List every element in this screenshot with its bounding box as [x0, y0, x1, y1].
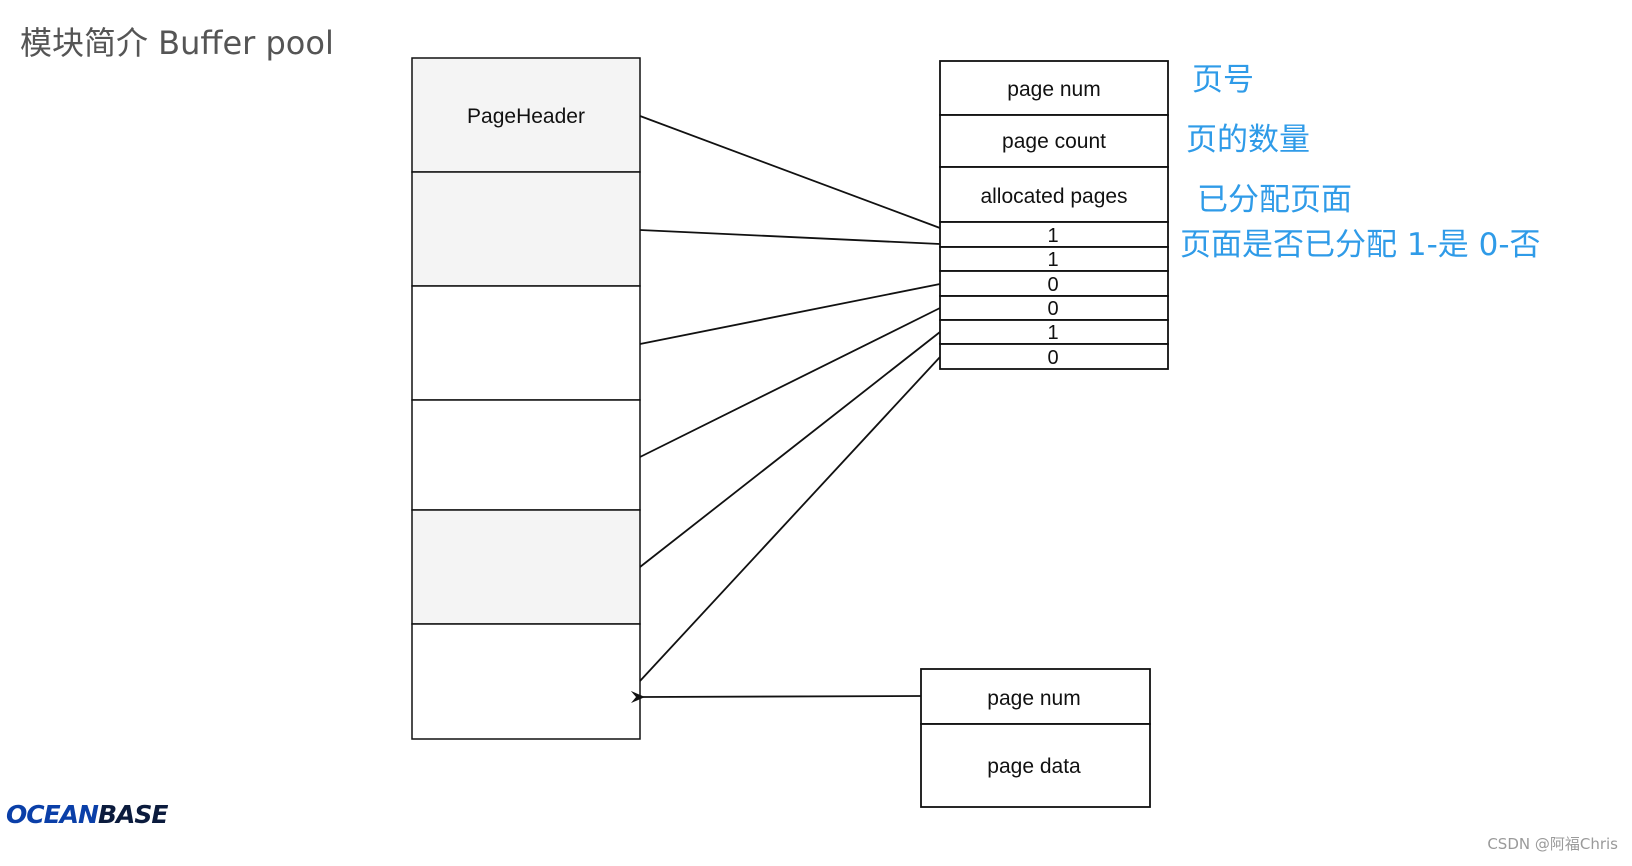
annotation-page-num: 页号 [1192, 62, 1254, 98]
frame-row-3 [411, 285, 641, 401]
field-allocated-pages-label: allocated pages [980, 185, 1127, 208]
frame-page-header [411, 57, 641, 173]
page-struct: page num page data [920, 668, 1151, 808]
field-page-count [939, 114, 1169, 168]
connector-row-6 [639, 356, 941, 682]
bit-value-5: 1 [1047, 322, 1058, 344]
page-header-label: PageHeader [467, 105, 585, 128]
field-page-count-label: page count [1002, 130, 1106, 153]
page-arrow [630, 691, 922, 704]
bit-value-1: 1 [1047, 225, 1058, 247]
page-field-data [920, 723, 1151, 808]
annotation-bits: 页面是否已分配 1-是 0-否 [1180, 227, 1541, 263]
field-page-num [939, 60, 1169, 116]
watermark: CSDN @阿福Chris [1487, 835, 1618, 853]
frame-stack: PageHeader [411, 57, 641, 740]
connector-row-2 [639, 229, 941, 245]
frame-row-6 [411, 623, 641, 740]
connector-row-3 [639, 283, 941, 345]
header-struct: page num page count allocated pages 1 1 … [939, 60, 1169, 370]
bit-value-2: 1 [1047, 249, 1058, 271]
bit-cell-6 [939, 343, 1169, 370]
bit-value-6: 0 [1047, 347, 1058, 369]
connector-header [639, 115, 941, 229]
page-field-data-label: page data [987, 755, 1081, 778]
oceanbase-logo: OCEANBASE [6, 800, 168, 829]
connector-row-5 [639, 331, 941, 568]
logo-part-a: OCEAN [6, 800, 99, 829]
connectors [639, 115, 941, 682]
page-field-num-label: page num [987, 687, 1080, 710]
connector-row-4 [639, 307, 941, 458]
field-page-num-label: page num [1007, 78, 1100, 101]
frame-row-2 [411, 171, 641, 287]
bit-cell-3 [939, 270, 1169, 297]
slide-title: 模块简介 Buffer pool [20, 24, 334, 62]
annotation-allocated-pages: 已分配页面 [1197, 182, 1352, 218]
annotation-page-count: 页的数量 [1186, 122, 1310, 158]
annotations: 页号 页的数量 已分配页面 页面是否已分配 1-是 0-否 [1180, 62, 1541, 263]
frame-row-5 [411, 509, 641, 625]
bit-value-4: 0 [1047, 298, 1058, 320]
frame-row-4 [411, 399, 641, 511]
bit-value-3: 0 [1047, 274, 1058, 296]
logo-part-b: BASE [97, 800, 168, 829]
